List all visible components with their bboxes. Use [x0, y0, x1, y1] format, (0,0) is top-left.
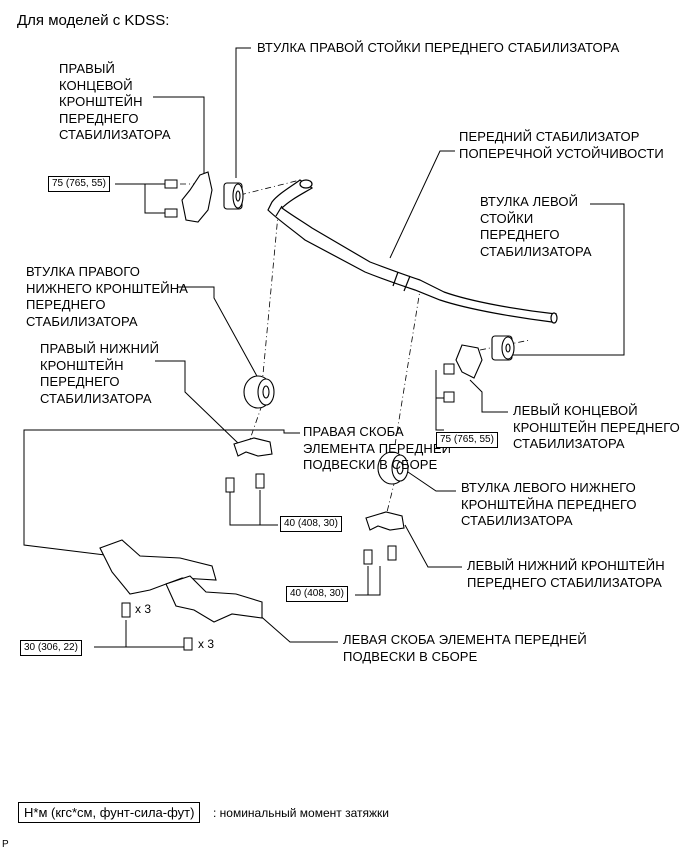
bolt-brace-2	[183, 637, 193, 651]
bolt-right-end-1	[164, 179, 178, 189]
label-left-end-bracket: ЛЕВЫЙ КОНЦЕВОЙ КРОНШТЕЙН ПЕРЕДНЕГО СТАБИ…	[513, 403, 680, 451]
centerline-left-link	[479, 339, 531, 351]
torque-line-right-end-2	[144, 184, 165, 214]
centerline-right-link	[239, 179, 301, 196]
label-left-lower-bushing: ВТУЛКА ЛЕВОГО НИЖНЕГО КРОНШТЕЙНА ПЕРЕДНЕ…	[461, 480, 637, 528]
label-left-lower-bracket: ЛЕВЫЙ НИЖНИЙ КРОНШТЕЙН ПЕРЕДНЕГО СТАБИЛИ…	[467, 558, 665, 590]
torque-line-left-end	[435, 370, 444, 431]
torque-line-left-lower	[355, 566, 381, 596]
left-lower-bracket-shape	[365, 511, 405, 531]
legend-description: : номинальный момент затяжки	[213, 806, 389, 820]
label-right-end-bracket: ПРАВЫЙ КОНЦЕВОЙ КРОНШТЕЙН ПЕРЕДНЕГО СТАБ…	[59, 61, 171, 142]
torque-box-right-lower: 40 (408, 30)	[280, 516, 342, 532]
leader-right-brace	[23, 429, 300, 556]
torque-box-right-end: 75 (765, 55)	[48, 176, 110, 192]
centerline-left-lower	[394, 289, 421, 446]
leader-right-lower-bushing	[177, 286, 259, 379]
leader-left-lower-bracket	[404, 524, 462, 568]
left-link-bushing-shape	[491, 335, 515, 361]
bolt-right-lower-2	[255, 473, 265, 489]
right-link-bushing-shape	[223, 182, 244, 210]
right-brace-shape	[99, 539, 217, 595]
leader-left-lower-bushing	[404, 469, 456, 492]
leader-right-link-bushing	[235, 47, 251, 178]
bolt-left-lower-1	[363, 549, 373, 565]
left-lower-bushing-shape	[377, 451, 409, 485]
label-left-link-bushing: ВТУЛКА ЛЕВОЙ СТОЙКИ ПЕРЕДНЕГО СТАБИЛИЗАТ…	[480, 194, 592, 259]
label-right-suspension-brace: ПРАВАЯ СКОБА ЭЛЕМЕНТА ПЕРЕДНЕЙ ПОДВЕСКИ …	[303, 424, 452, 472]
leader-right-end-bracket	[153, 96, 205, 175]
bolt-left-end-2	[443, 391, 455, 403]
page-title: Для моделей с KDSS:	[17, 12, 170, 29]
label-right-link-bushing: ВТУЛКА ПРАВОЙ СТОЙКИ ПЕРЕДНЕГО СТАБИЛИЗА…	[257, 40, 620, 55]
quantity-label-2: x 3	[198, 637, 215, 651]
quantity-label-1: x 3	[135, 602, 152, 616]
torque-line-right-lower	[229, 490, 278, 526]
bolt-right-lower-1	[225, 477, 235, 493]
torque-box-brace: 30 (306, 22)	[20, 640, 82, 656]
leader-right-lower-bracket	[155, 360, 241, 446]
bolt-left-end-1	[443, 363, 455, 375]
bolt-left-lower-2	[387, 545, 397, 561]
legend-units-box: Н*м (кгс*см, фунт-сила-фут)	[18, 802, 201, 823]
right-lower-bushing-shape	[243, 375, 275, 409]
label-left-suspension-brace: ЛЕВАЯ СКОБА ЭЛЕМЕНТА ПЕРЕДНЕЙ ПОДВЕСКИ В…	[343, 632, 587, 664]
label-front-stabilizer: ПЕРЕДНИЙ СТАБИЛИЗАТОР ПОПЕРЕЧНОЙ УСТОЙЧИ…	[459, 129, 664, 161]
left-brace-shape	[165, 575, 263, 623]
left-end-bracket-shape	[455, 344, 483, 379]
leader-front-stabilizer	[389, 150, 455, 259]
centerline-right-lower	[261, 214, 279, 386]
torque-box-left-end: 75 (765, 55)	[436, 432, 498, 448]
bolt-brace-1	[121, 602, 131, 618]
leader-left-end-bracket	[469, 379, 508, 413]
right-lower-bracket-shape	[233, 437, 273, 457]
torque-box-left-lower: 40 (408, 30)	[286, 586, 348, 602]
corner-mark: P	[2, 839, 9, 850]
leader-left-link-bushing	[512, 203, 625, 356]
front-stabilizer-bar	[267, 179, 558, 324]
label-right-lower-bracket: ПРАВЫЙ НИЖНИЙ КРОНШТЕЙН ПЕРЕДНЕГО СТАБИЛ…	[40, 341, 160, 406]
centerline-right-lower-2	[247, 404, 263, 446]
label-right-lower-bushing: ВТУЛКА ПРАВОГО НИЖНЕГО КРОНШТЕЙНА ПЕРЕДН…	[26, 264, 189, 329]
bolt-right-end-2	[164, 208, 178, 218]
right-end-bracket-shape	[181, 171, 213, 223]
